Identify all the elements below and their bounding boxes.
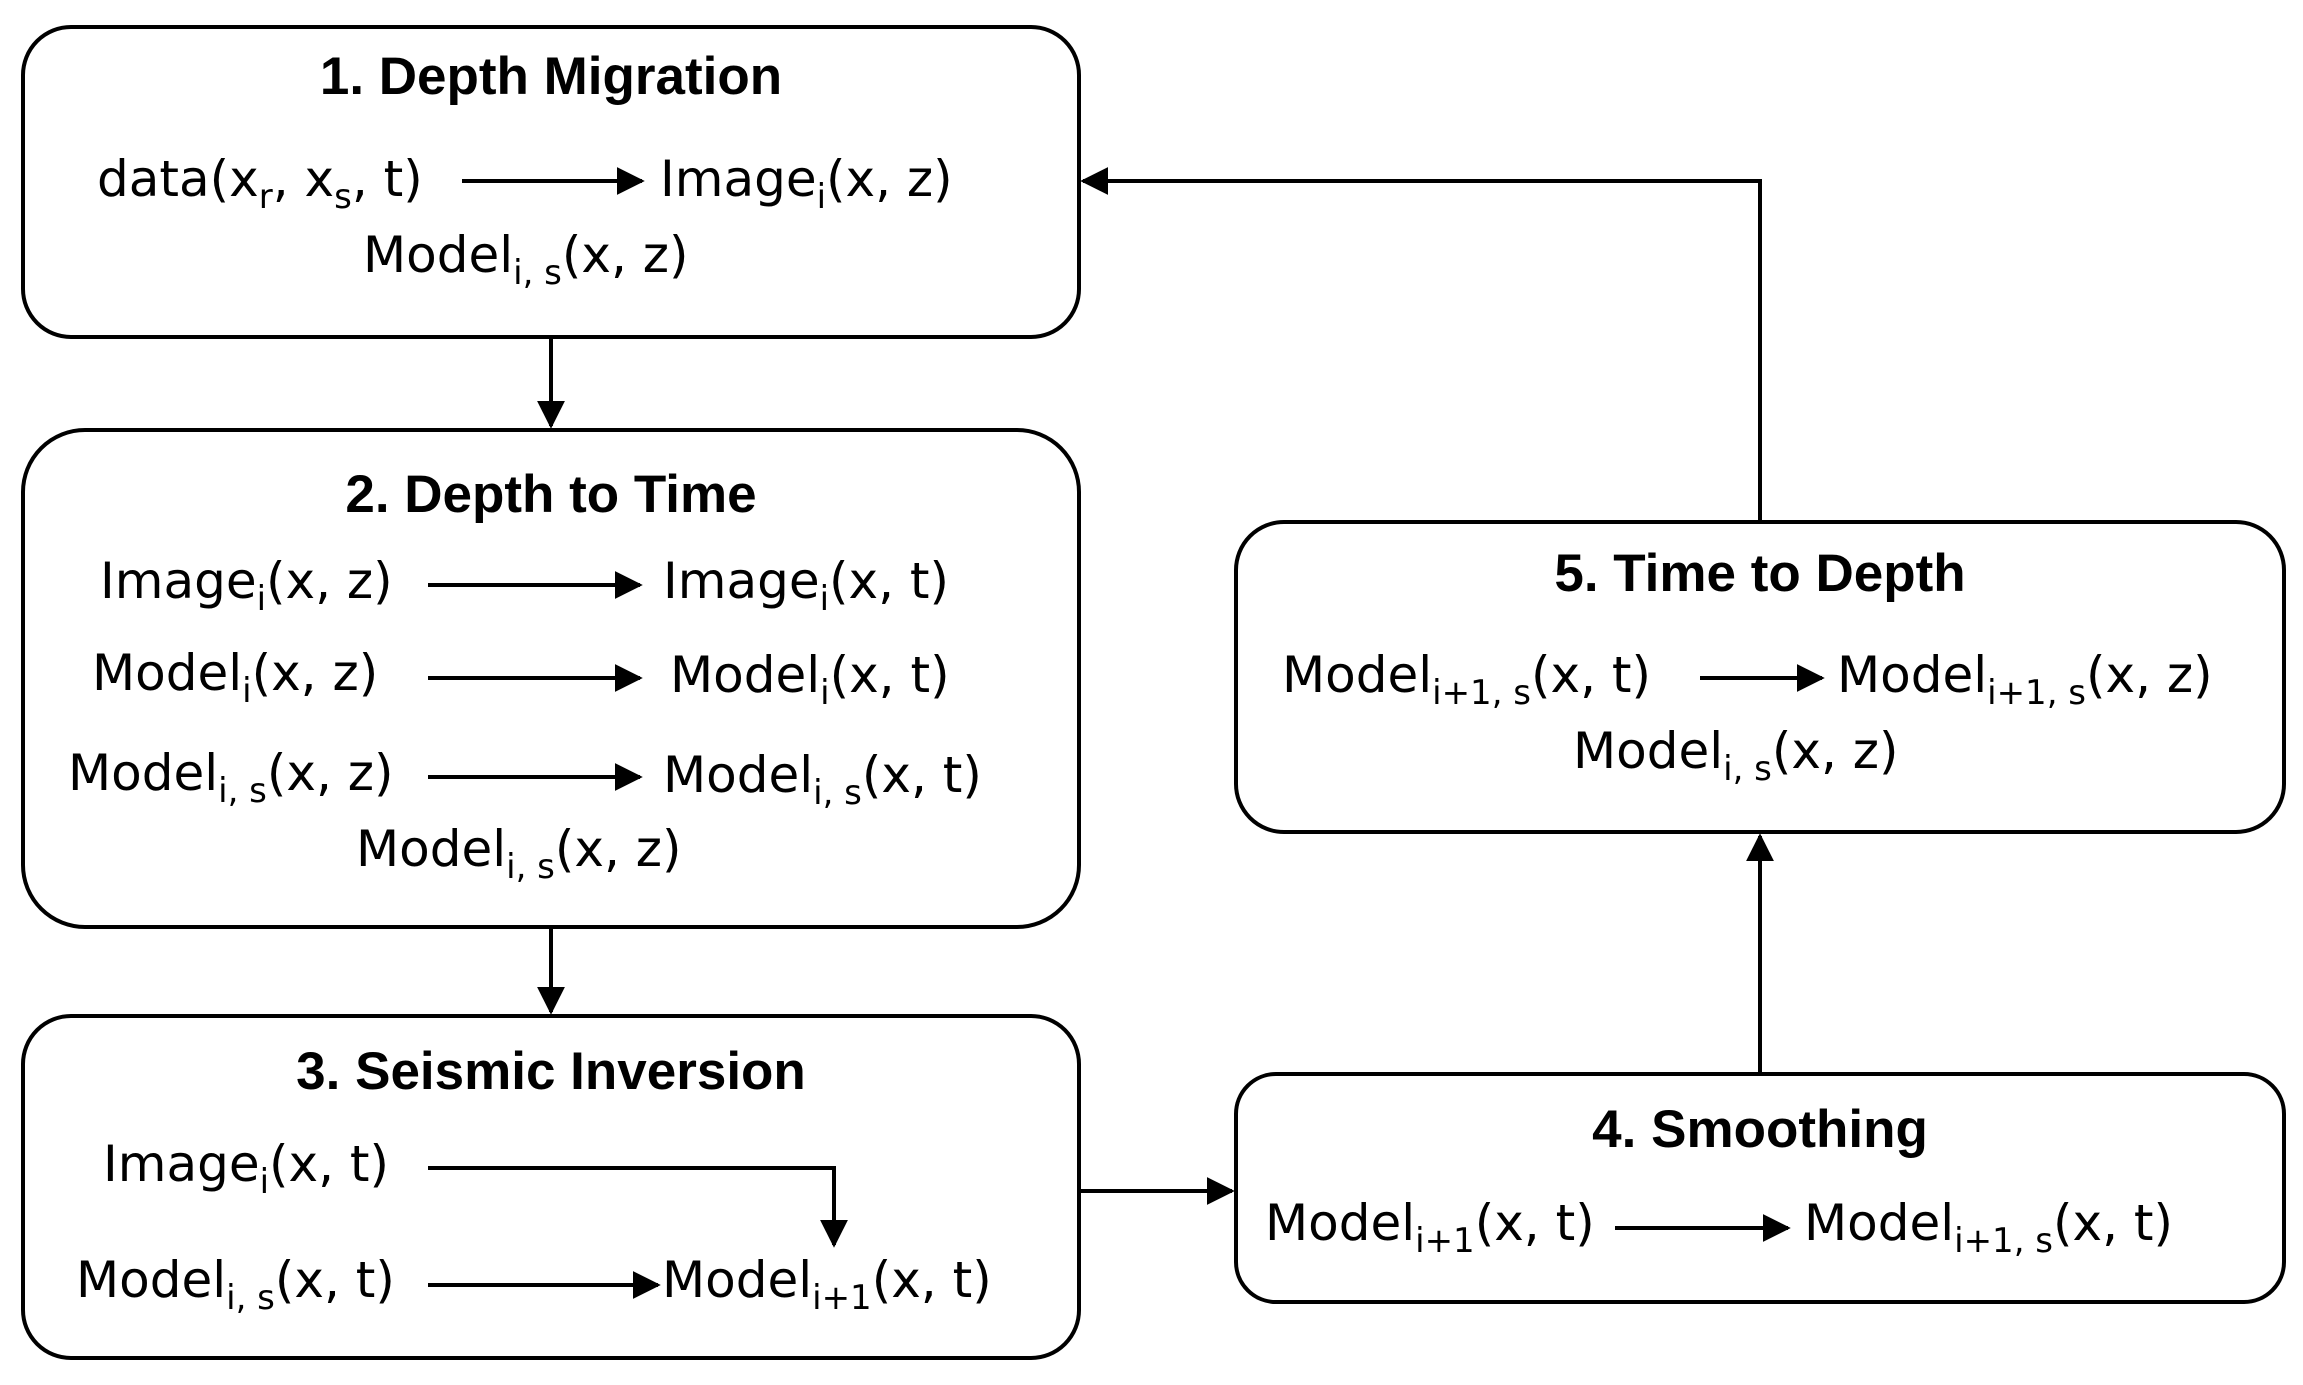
expression-data: data(xr, xs, t) bbox=[97, 150, 423, 217]
expression-model-next: Modeli+1(x, t) bbox=[662, 1251, 992, 1318]
expression-model-z: Modeli(x, z) bbox=[92, 644, 378, 711]
expression-model-s-z: Modeli, s(x, z) bbox=[68, 744, 394, 811]
stage-box-time-to-depth: 5. Time to Depth Modeli+1, s(x, t) Model… bbox=[1234, 520, 2286, 834]
expression-model: Modeli, s(x, z) bbox=[363, 226, 689, 293]
stage-title: 2. Depth to Time bbox=[345, 465, 756, 524]
input-arrow bbox=[428, 1166, 848, 1248]
expression-model-s-z: Modeli, s(x, z) bbox=[356, 820, 682, 887]
expression-model-s-t: Modeli, s(x, t) bbox=[663, 746, 982, 813]
expression-image-t: Imagei(x, t) bbox=[103, 1135, 389, 1202]
stage-title: 3. Seismic Inversion bbox=[296, 1042, 806, 1101]
expression-model-next-s-z: Modeli+1, s(x, z) bbox=[1837, 646, 2213, 713]
box-frame bbox=[21, 1014, 1081, 1360]
expression-model-next-s-t: Modeli+1, s(x, t) bbox=[1282, 646, 1651, 713]
expression-image-z: Imagei(x, z) bbox=[100, 552, 393, 619]
expression-model-s-t: Modeli, s(x, t) bbox=[76, 1251, 395, 1318]
flow-arrow-5-to-1 bbox=[1080, 167, 1762, 522]
stage-box-depth-migration: 1. Depth Migration data(xr, xs, t) Image… bbox=[21, 25, 1081, 339]
expression-model-next-s: Modeli+1, s(x, t) bbox=[1804, 1194, 2173, 1261]
expression-model-t: Modeli(x, t) bbox=[670, 646, 950, 713]
expression-model-next: Modeli+1(x, t) bbox=[1265, 1194, 1595, 1261]
expression-image-t: Imagei(x, t) bbox=[663, 552, 949, 619]
stage-box-depth-to-time: 2. Depth to Time Imagei(x, z) Imagei(x, … bbox=[21, 428, 1081, 929]
stage-title: 1. Depth Migration bbox=[320, 47, 782, 106]
expression-model-s-z: Modeli, s(x, z) bbox=[1573, 722, 1899, 789]
stage-box-seismic-inversion: 3. Seismic Inversion Imagei(x, t) Modeli… bbox=[21, 1014, 1081, 1360]
stage-title: 4. Smoothing bbox=[1592, 1100, 1928, 1159]
stage-title: 5. Time to Depth bbox=[1554, 544, 1965, 603]
expression-image: Imagei(x, z) bbox=[660, 150, 953, 217]
stage-box-smoothing: 4. Smoothing Modeli+1(x, t) Modeli+1, s(… bbox=[1234, 1072, 2286, 1304]
